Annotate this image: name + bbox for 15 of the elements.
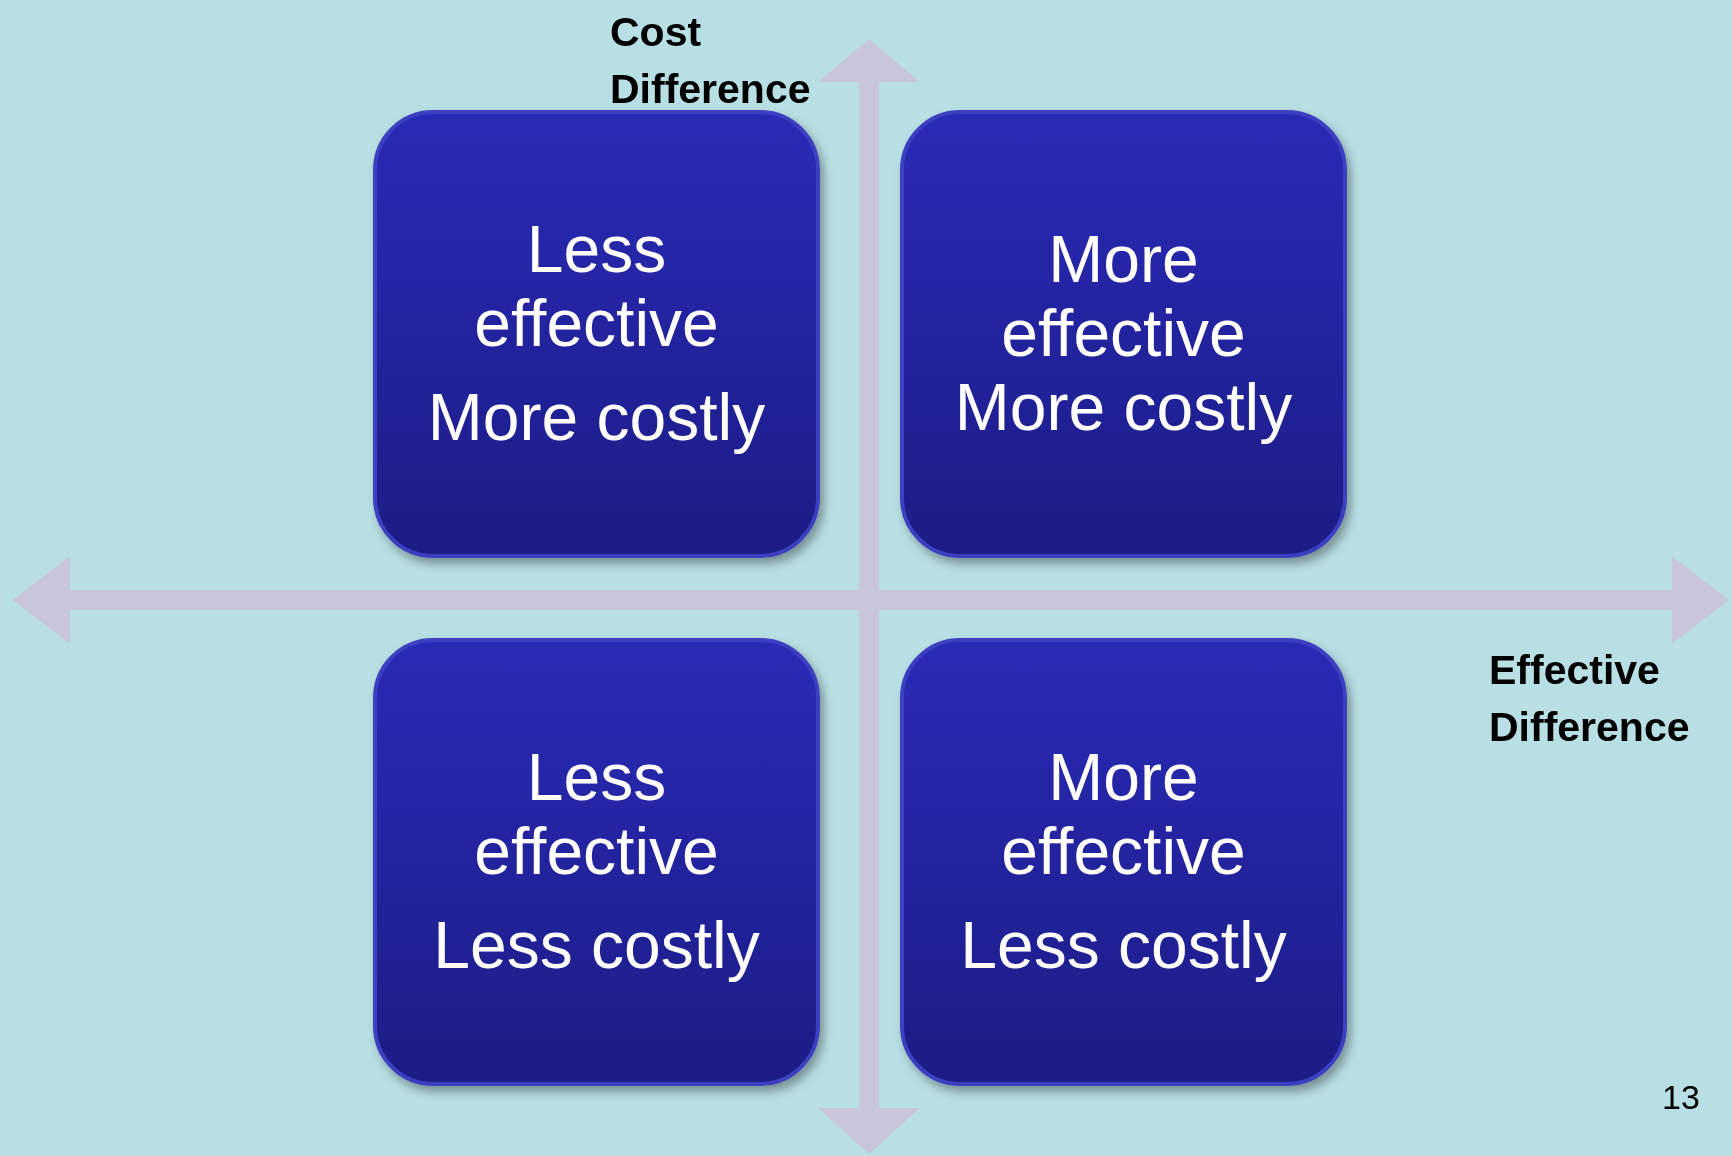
quadrant-text: More costly (426, 380, 767, 455)
quadrant-text: More effective (1000, 741, 1247, 889)
quadrant-text: Less effective (473, 213, 720, 361)
quadrant-box (900, 638, 1347, 1086)
quadrant-text: Less effective (473, 741, 720, 889)
quadrant-box (373, 110, 820, 558)
quadrant-text: Less costly (432, 908, 761, 983)
quadrant-text: Less costly (959, 908, 1288, 983)
axis-label: Cost Difference (610, 8, 812, 115)
axis-label: Effective Difference (1489, 646, 1691, 753)
quadrant-box (900, 110, 1347, 558)
quadrant-text: More costly (953, 370, 1294, 445)
quadrant-text: More effective (1000, 223, 1247, 371)
quadrant-box (373, 638, 820, 1086)
page-number: 13 (1662, 1077, 1700, 1118)
